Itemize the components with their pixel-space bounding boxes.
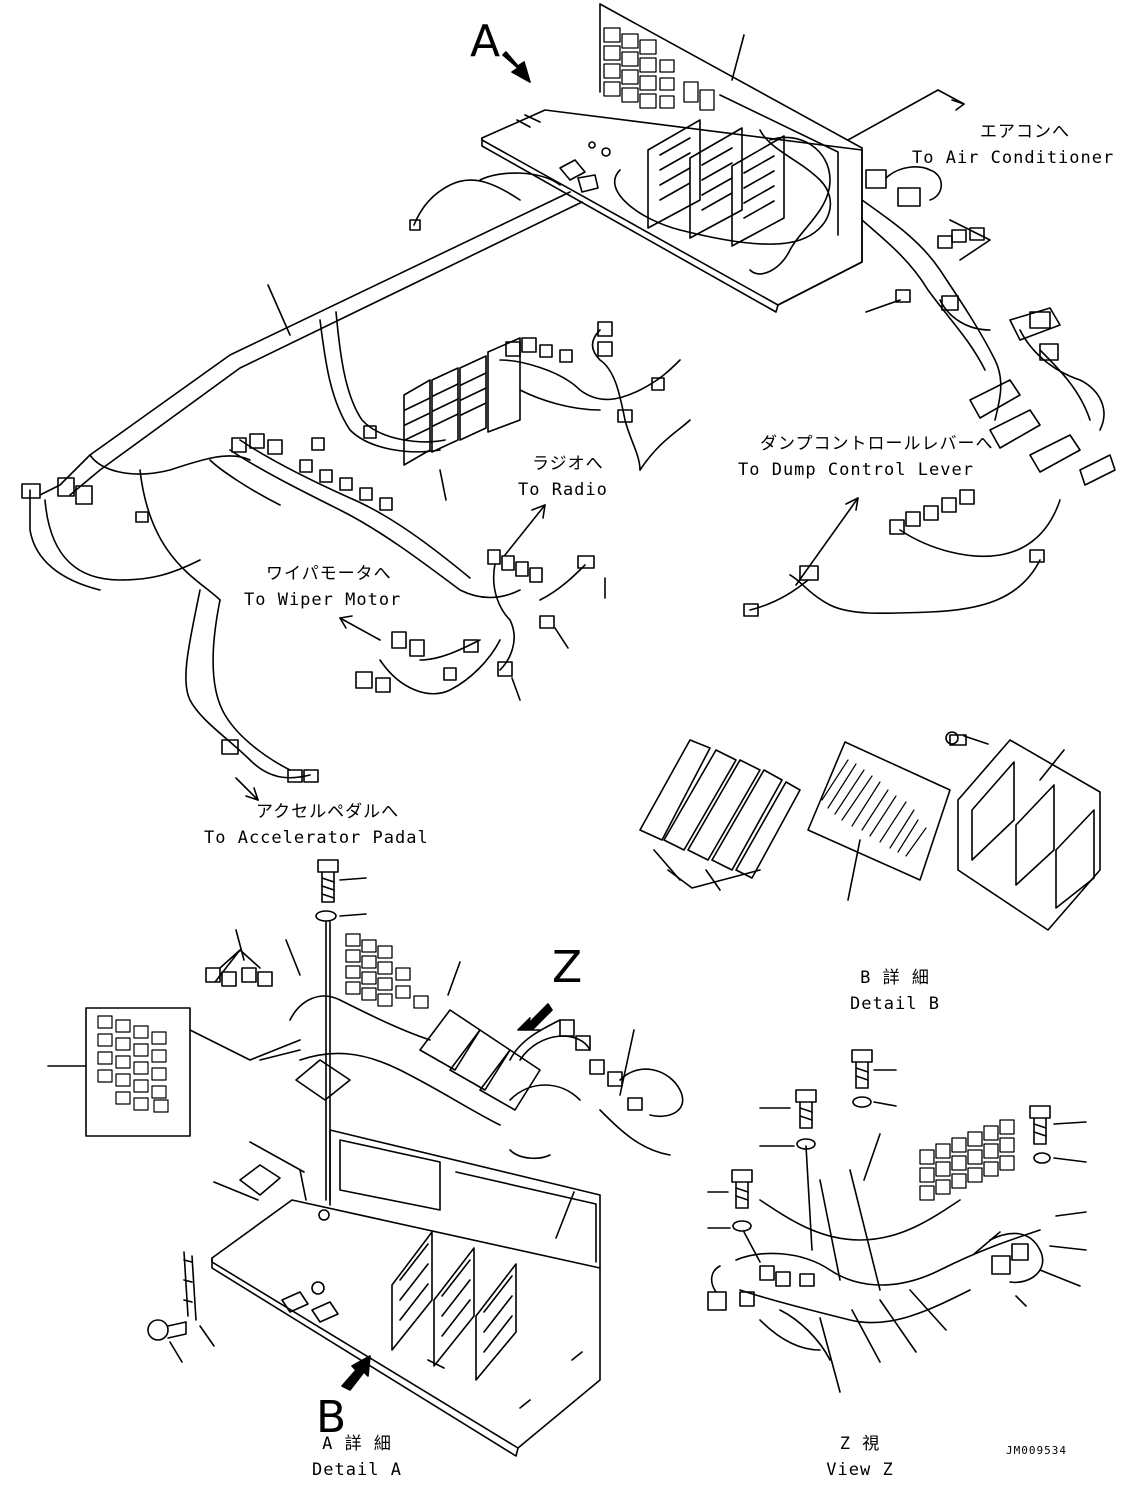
view-marker-z: Z <box>552 942 583 993</box>
wiper-label-ja: ワイパモータへ <box>266 564 392 584</box>
detail-b-drawing <box>639 731 1101 931</box>
accelerator-branch <box>185 589 319 801</box>
dump-lever-label-ja: ダンプコントロールレバーへ <box>760 434 994 454</box>
view-marker-a: A <box>470 16 501 67</box>
air-conditioner-label-en: To Air Conditioner <box>912 148 1115 168</box>
radio-label-en: To Radio <box>518 480 608 500</box>
detail-a-drawing <box>47 859 684 1457</box>
air-conditioner-label-ja: エアコンへ <box>980 122 1070 142</box>
accelerator-label-en: To Accelerator Padal <box>204 828 429 848</box>
view-z-drawing <box>707 1049 1087 1393</box>
radio-label-ja: ラジオへ <box>532 454 604 474</box>
detail-b-label-ja: B 詳 細 <box>860 968 930 988</box>
wiper-label-en: To Wiper Motor <box>244 590 402 610</box>
right-harness <box>743 89 1116 617</box>
main-harness <box>21 172 583 601</box>
main-panel-assembly <box>481 3 863 313</box>
detail-a-label-en: Detail A <box>312 1460 402 1480</box>
accelerator-label-ja: アクセルペダルへ <box>256 802 400 822</box>
detail-b-label-en: Detail B <box>850 994 940 1014</box>
center-harness-cluster <box>209 321 691 701</box>
view-z-label-ja: Z 視 <box>839 1434 881 1454</box>
view-z-label-en: View Z <box>826 1460 894 1480</box>
drawing-code: JM009534 <box>1006 1444 1067 1457</box>
dump-lever-label-en: To Dump Control Lever <box>738 460 974 480</box>
detail-a-label-ja: A 詳 細 <box>322 1434 392 1454</box>
view-marker-b: B <box>316 1392 347 1443</box>
